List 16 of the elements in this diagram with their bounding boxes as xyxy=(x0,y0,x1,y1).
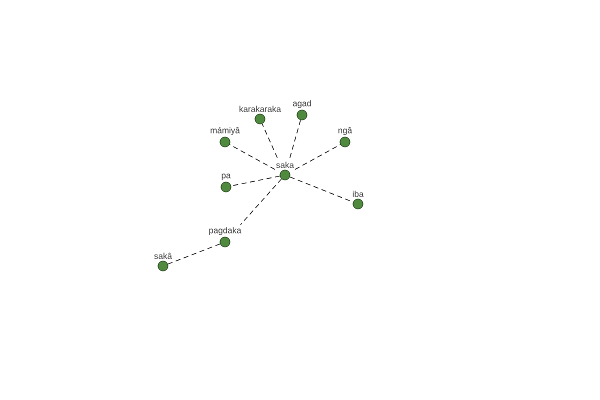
connector xyxy=(229,144,276,170)
connector xyxy=(294,144,341,170)
connector xyxy=(290,120,301,158)
node-label: saka xyxy=(276,162,294,168)
node-label: iba xyxy=(352,190,364,197)
node-label: ngâ xyxy=(338,127,352,135)
node-label: karakaraka xyxy=(240,106,282,112)
connector xyxy=(168,244,220,264)
node-label: agad xyxy=(292,100,311,108)
connector xyxy=(262,124,278,158)
node-label: pa xyxy=(222,174,231,180)
connector xyxy=(240,178,282,226)
node-label: mámiyâ xyxy=(210,126,240,135)
connector xyxy=(230,176,280,186)
node-label: sakâ xyxy=(154,252,172,259)
node-label: pagdaka xyxy=(209,227,242,235)
